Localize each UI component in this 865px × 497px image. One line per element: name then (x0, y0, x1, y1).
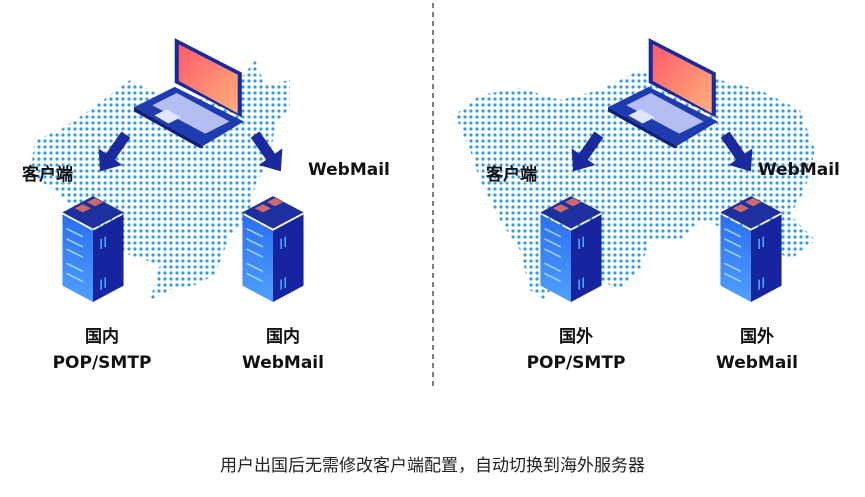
client-label: 客户端 (486, 165, 537, 185)
server-icon (719, 195, 783, 303)
server-region-label: 国内 (85, 327, 119, 347)
server-icon (241, 195, 305, 303)
server-region-label: 国外 (559, 327, 593, 347)
webmail-label: WebMail (758, 160, 840, 180)
server-service-label: POP/SMTP (52, 353, 152, 373)
server-service-label: WebMail (716, 353, 798, 373)
server-region-label: 国外 (740, 327, 774, 347)
server-icon (61, 195, 125, 303)
server-icon (539, 195, 603, 303)
server-service-label: WebMail (242, 353, 324, 373)
server-region-label: 国内 (266, 327, 300, 347)
caption: 用户出国后无需修改客户端配置，自动切换到海外服务器 (220, 456, 645, 476)
client-label: 客户端 (22, 165, 73, 185)
webmail-label: WebMail (308, 160, 390, 180)
server-service-label: POP/SMTP (526, 353, 626, 373)
